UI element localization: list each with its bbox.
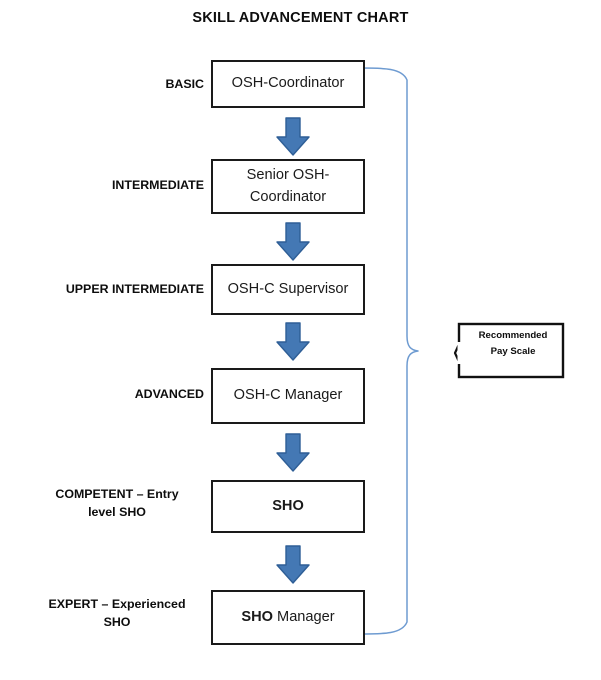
arrow-down-icon bbox=[276, 545, 310, 584]
level-label-line-2: level SHO bbox=[88, 504, 146, 519]
level-label-expert: EXPERT – Experienced SHO bbox=[28, 596, 206, 632]
role-box-osh-c-supervisor: OSH-C Supervisor bbox=[211, 264, 365, 315]
level-label-upper-intermediate: UPPER INTERMEDIATE bbox=[65, 282, 204, 296]
arrow-basic-to-intermediate bbox=[275, 117, 311, 162]
role-box-osh-coordinator: OSH-Coordinator bbox=[211, 60, 365, 108]
arrow-down-icon bbox=[276, 222, 310, 261]
role-text-bold: SHO bbox=[272, 497, 304, 514]
arrow-competent-to-expert bbox=[275, 545, 311, 590]
role-text: SHO bbox=[272, 496, 304, 518]
arrow-down-icon bbox=[276, 433, 310, 472]
level-label-line-2: SHO bbox=[103, 614, 131, 629]
level-label-competent: COMPETENT – Entry level SHO bbox=[28, 486, 206, 522]
role-box-senior-osh-coordinator: Senior OSH-Coordinator bbox=[211, 159, 365, 214]
callout-shape-icon bbox=[453, 322, 565, 379]
callout-text: Recommended Pay Scale bbox=[458, 328, 568, 360]
role-text: Senior OSH-Coordinator bbox=[246, 166, 330, 205]
recommended-pay-scale-callout: Recommended Pay Scale bbox=[400, 322, 601, 388]
role-box-sho-manager: SHO Manager bbox=[211, 590, 365, 645]
level-label-advanced: ADVANCED bbox=[134, 387, 204, 401]
arrow-advanced-to-competent bbox=[275, 433, 311, 478]
level-label-line-1: COMPETENT – Entry bbox=[55, 487, 179, 501]
role-box-osh-c-manager: OSH-C Manager bbox=[211, 368, 365, 424]
arrow-upper-to-advanced bbox=[275, 322, 311, 367]
role-text: SHO Manager bbox=[241, 607, 334, 629]
level-label-intermediate: INTERMEDIATE bbox=[111, 178, 204, 192]
role-text: OSH-C Supervisor bbox=[227, 280, 349, 297]
callout-line-2: Pay Scale bbox=[490, 345, 536, 357]
callout-line-1: Recommended bbox=[478, 330, 548, 341]
role-text-bold: SHO bbox=[241, 608, 273, 625]
level-label-line-1: EXPERT – Experienced bbox=[48, 597, 186, 611]
role-text: OSH-C Manager bbox=[233, 387, 343, 404]
arrow-intermediate-to-upper bbox=[275, 222, 311, 267]
role-text: OSH-Coordinator bbox=[231, 75, 345, 92]
page-title: SKILL ADVANCEMENT CHART bbox=[192, 10, 409, 26]
role-text-normal: Manager bbox=[272, 608, 335, 625]
level-label-basic: BASIC bbox=[165, 77, 204, 91]
arrow-down-icon bbox=[276, 322, 310, 361]
role-box-sho: SHO bbox=[211, 480, 365, 533]
arrow-down-icon bbox=[276, 117, 310, 156]
